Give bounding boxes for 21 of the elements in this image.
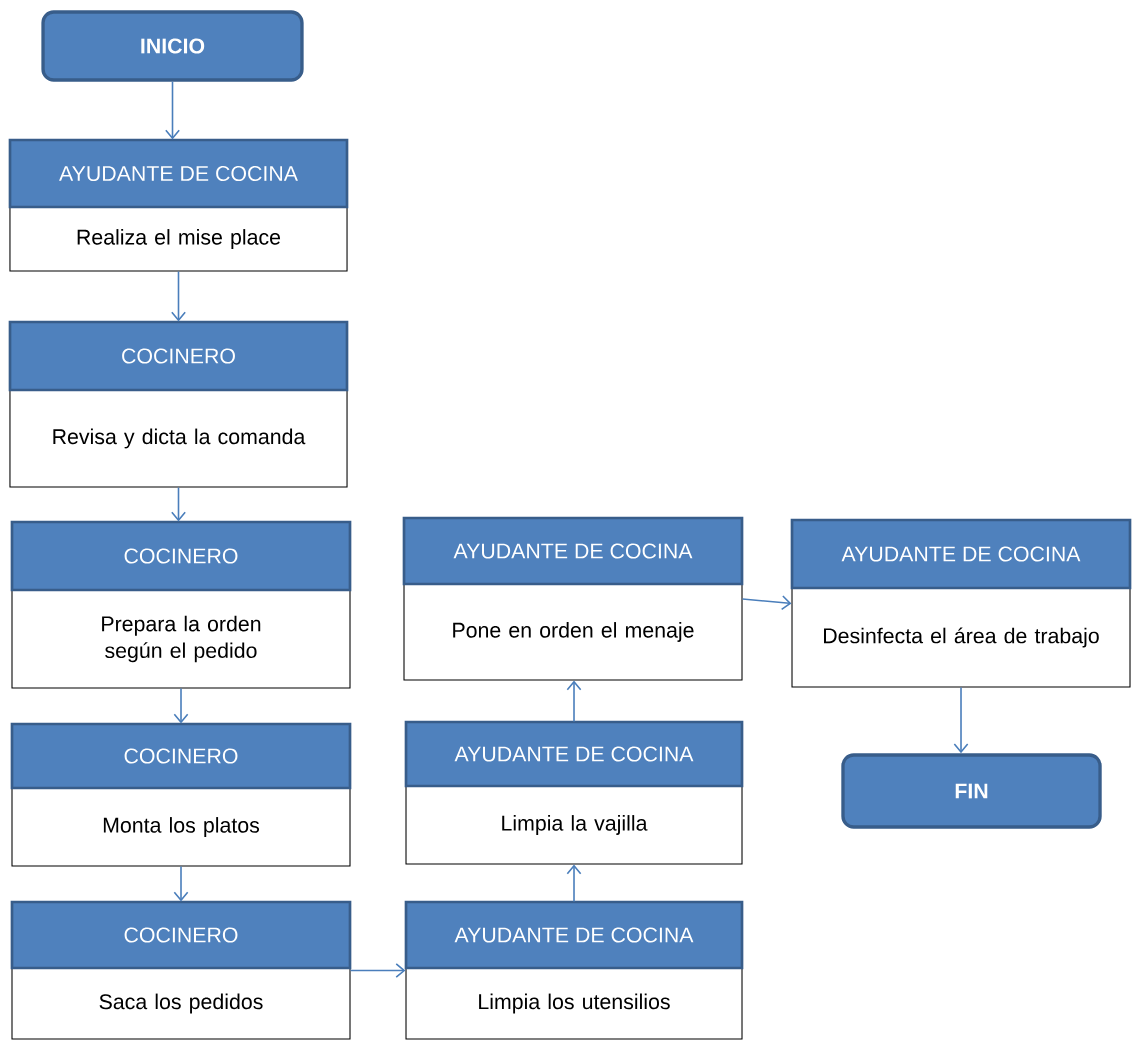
role-task-box: AYUDANTE DE COCINA Limpia la vajilla bbox=[404, 720, 744, 865]
arrow bbox=[173, 865, 189, 902]
arrow bbox=[566, 680, 582, 723]
role-task-box: AYUDANTE DE COCINA Pone en orden el menaje bbox=[402, 516, 744, 681]
arrow bbox=[165, 80, 180, 140]
terminal-box: FIN bbox=[841, 753, 1102, 829]
arrow bbox=[171, 270, 186, 322]
role-task-box: COCINERO Monta los platos bbox=[10, 722, 352, 867]
arrow bbox=[566, 864, 582, 903]
role-task-box: AYUDANTE DE COCINA Limpia los utensilios bbox=[404, 900, 744, 1040]
arrow bbox=[349, 963, 406, 978]
role-task-box: COCINERO Prepara la orden según el pedido bbox=[10, 520, 352, 689]
terminal-box: INICIO bbox=[41, 10, 304, 82]
role-task-box: COCINERO Revisa y dicta la comanda bbox=[8, 320, 349, 488]
arrow bbox=[741, 595, 792, 611]
role-task-box: AYUDANTE DE COCINA Desinfecta el área de trabajo bbox=[790, 518, 1132, 688]
arrow bbox=[173, 687, 189, 724]
role-task-box: AYUDANTE DE COCINA Realiza el mise place bbox=[8, 138, 349, 272]
arrow bbox=[953, 686, 969, 754]
arrow bbox=[171, 486, 186, 522]
role-task-box: COCINERO Saca los pedidos bbox=[10, 900, 352, 1040]
